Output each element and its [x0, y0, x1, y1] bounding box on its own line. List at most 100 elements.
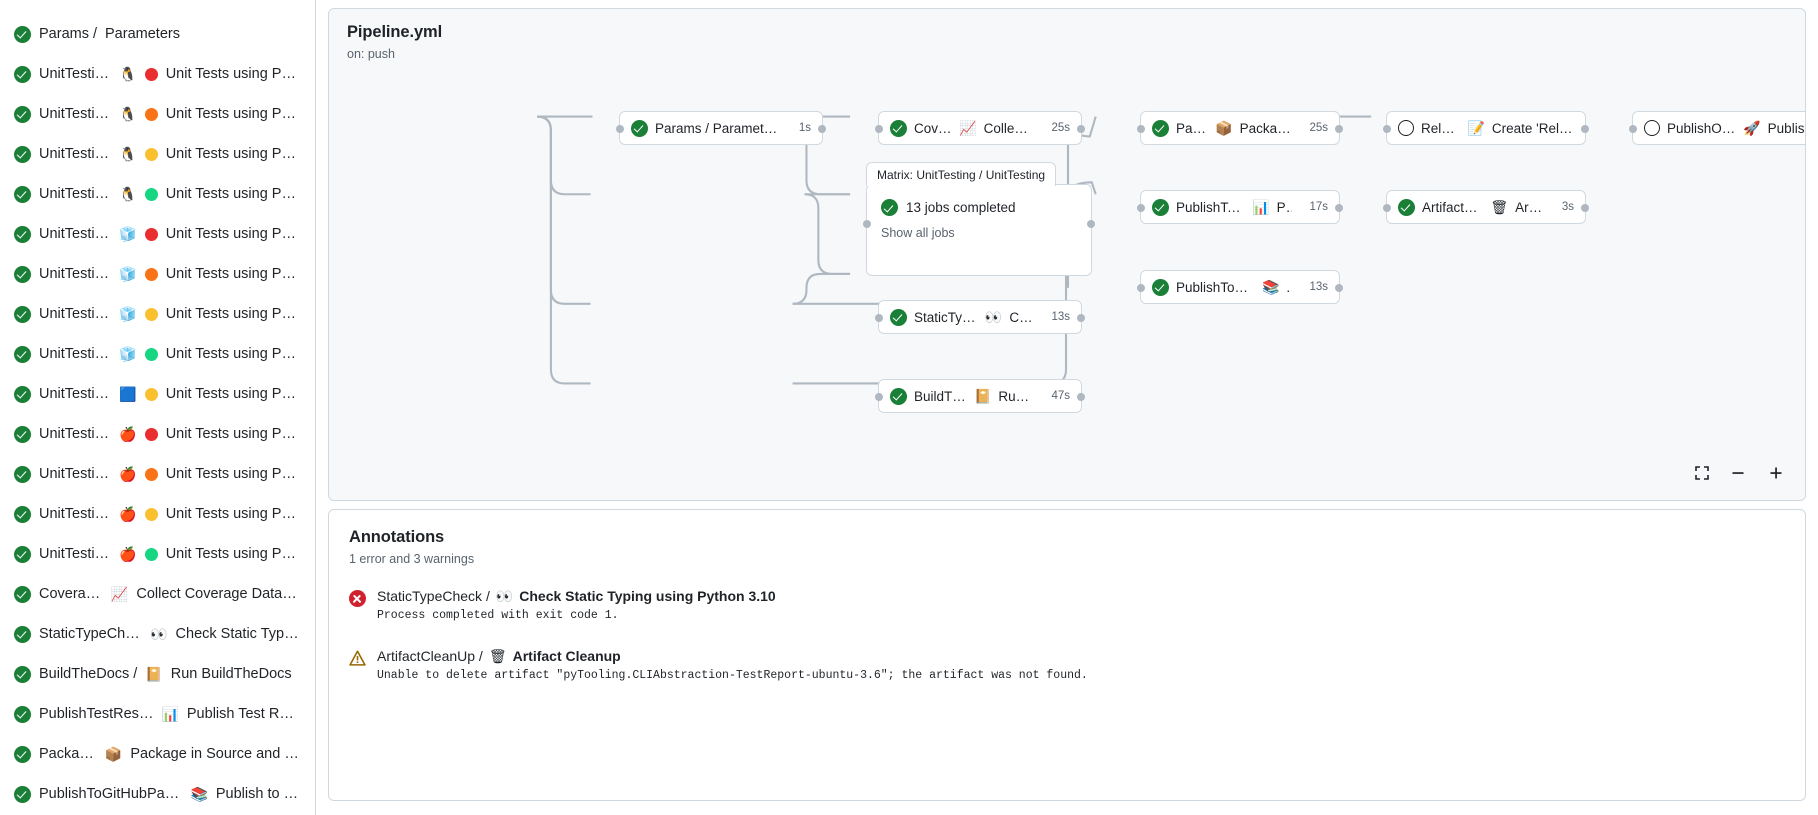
- notebook-icon: 📔: [973, 388, 992, 404]
- node-output-pin: [1335, 284, 1343, 292]
- sidebar-job-item[interactable]: UnitTesting / 🧊Unit Tests using Pyth...: [6, 254, 309, 294]
- windows-cube-icon: 🧊: [119, 346, 137, 362]
- sidebar-job-label: UnitTesting /: [39, 226, 112, 242]
- success-check-icon: [1152, 119, 1169, 137]
- annotation-header[interactable]: StaticTypeCheck / 👀Check Static Typing u…: [377, 588, 776, 604]
- success-check-icon: [14, 705, 31, 723]
- python-version-dot-icon: [144, 387, 158, 401]
- node-output-pin: [818, 125, 826, 133]
- annotations-list: StaticTypeCheck / 👀Check Static Typing u…: [349, 588, 1785, 682]
- node-label-prefix: PublishToGitHubPages /: [1176, 279, 1255, 295]
- node-label-prefix: BuildTheDocs /: [914, 388, 967, 404]
- sidebar-job-item[interactable]: UnitTesting / 🐧Unit Tests using Pyth...: [6, 174, 309, 214]
- workflow-graph-card[interactable]: Pipeline.yml on: push: [328, 8, 1806, 501]
- sidebar-job-item[interactable]: UnitTesting / 🍎Unit Tests using Pyth...: [6, 414, 309, 454]
- books-icon: 📚: [190, 786, 208, 802]
- graph-canvas[interactable]: Matrix: UnitTesting / UnitTesting 13 job…: [329, 9, 1805, 500]
- python-version-dot-icon: [144, 67, 158, 81]
- sidebar-job-item[interactable]: PublishToGitHubPages / 📚Publish to G...: [6, 774, 309, 814]
- sidebar-job-label: UnitTesting /: [39, 106, 112, 122]
- graph-node-publishtestresults[interactable]: PublishTestResults / 📊 Pu... 17s: [1137, 190, 1343, 224]
- sidebar-step-label: Unit Tests using Pyth...: [165, 506, 299, 522]
- sidebar-job-label: Params /: [39, 26, 98, 42]
- success-check-icon: [1152, 198, 1169, 216]
- zoom-in-button[interactable]: [1765, 462, 1787, 484]
- graph-node-publishonpypi[interactable]: PublishOnPyPI / 🚀 Publish to ...: [1629, 111, 1805, 145]
- sidebar-job-label: UnitTesting /: [39, 426, 112, 442]
- success-check-icon: [631, 119, 648, 137]
- sidebar-step-label: Unit Tests using Pyth...: [165, 146, 299, 162]
- sidebar-job-item[interactable]: UnitTesting / 🧊Unit Tests using Pyth...: [6, 214, 309, 254]
- fit-screen-icon[interactable]: [1691, 462, 1713, 484]
- sidebar-job-item[interactable]: StaticTypeCheck / 👀Check Static Typing..…: [6, 614, 309, 654]
- node-label-prefix: PublishTestResults /: [1176, 199, 1246, 215]
- success-check-icon: [881, 199, 898, 216]
- matrix-summary-row[interactable]: 13 jobs completed: [881, 199, 1077, 216]
- matrix-output-pin: [1087, 220, 1095, 228]
- sidebar-step-label: Unit Tests using Pyth...: [165, 306, 299, 322]
- node-label-prefix: Package /: [1176, 120, 1208, 136]
- sidebar-job-item[interactable]: UnitTesting / 🍎Unit Tests using Pyth...: [6, 454, 309, 494]
- node-output-pin: [1077, 125, 1085, 133]
- graph-node-coverage[interactable]: Coverage / 📈 Collect Cove... 25s: [875, 111, 1085, 145]
- node-duration: 47s: [1051, 390, 1070, 402]
- node-output-pin: [1335, 204, 1343, 212]
- sidebar-job-item[interactable]: UnitTesting / 🐧Unit Tests using Pyth...: [6, 54, 309, 94]
- sidebar-job-item[interactable]: PublishTestResults / 📊Publish Test Resu.…: [6, 694, 309, 734]
- wastebasket-icon: 🗑: [1490, 199, 1509, 215]
- graph-node-artifactcleanup[interactable]: ArtifactCleanUp / 🗑 Artifac... 3s: [1383, 190, 1589, 224]
- success-check-icon: [14, 505, 31, 523]
- sidebar-step-label: Check Static Typing...: [175, 626, 299, 642]
- sidebar-step-label: Unit Tests using Pyth...: [165, 66, 299, 82]
- annotations-card: Annotations 1 error and 3 warnings Stati…: [328, 509, 1806, 801]
- sidebar-job-item[interactable]: Params / Parameters: [6, 14, 309, 54]
- sidebar-job-item[interactable]: UnitTesting / 🧊Unit Tests using Pyth...: [6, 294, 309, 334]
- sidebar-job-item[interactable]: UnitTesting / 🐧Unit Tests using Pyth...: [6, 94, 309, 134]
- sidebar-step-label: Unit Tests using Pyth...: [165, 106, 299, 122]
- penguin-icon: 🐧: [119, 66, 137, 82]
- package-icon: 📦: [1215, 120, 1233, 136]
- sidebar-job-item[interactable]: UnitTesting / 🍎Unit Tests using Pyth...: [6, 534, 309, 574]
- sidebar-job-item[interactable]: UnitTesting / 🟦Unit Tests using Pyth...: [6, 374, 309, 414]
- annotation-body: StaticTypeCheck / 👀Check Static Typing u…: [377, 588, 776, 622]
- node-duration: 25s: [1309, 122, 1328, 134]
- zoom-out-button[interactable]: [1727, 462, 1749, 484]
- sidebar-job-item[interactable]: Coverage / 📈Collect Coverage Data usi...: [6, 574, 309, 614]
- bar-chart-icon: 📊: [1252, 199, 1270, 215]
- python-version-dot-icon: [144, 427, 158, 441]
- graph-zoom-controls[interactable]: [1691, 462, 1787, 484]
- eyes-icon: 👀: [495, 588, 514, 604]
- graph-node-package[interactable]: Package / 📦 Package in So... 25s: [1137, 111, 1343, 145]
- python-version-dot-icon: [144, 307, 158, 321]
- node-label-suffix: Artifac...: [1515, 199, 1545, 215]
- annotation-step-label: Artifact Cleanup: [512, 648, 621, 664]
- show-all-jobs-link[interactable]: Show all jobs: [881, 226, 955, 240]
- graph-node-release[interactable]: Release / 📝 Create 'Release P...: [1383, 111, 1589, 145]
- matrix-tab[interactable]: Matrix: UnitTesting / UnitTesting: [866, 162, 1057, 186]
- graph-node-buildthedocs[interactable]: BuildTheDocs / 📔 Run Buil... 47s: [875, 379, 1085, 413]
- annotation-header[interactable]: ArtifactCleanUp / 🗑Artifact Cleanup: [377, 648, 1088, 664]
- sidebar-job-item[interactable]: BuildTheDocs / 📔Run BuildTheDocs: [6, 654, 309, 694]
- sidebar-step-label: Unit Tests using Pyth...: [165, 386, 299, 402]
- matrix-group[interactable]: Matrix: UnitTesting / UnitTesting 13 job…: [863, 162, 1095, 276]
- sidebar-job-item[interactable]: UnitTesting / 🧊Unit Tests using Pyth...: [6, 334, 309, 374]
- sidebar-job-label: Package /: [39, 746, 97, 762]
- sidebar-job-item[interactable]: Package / 📦Package in Source and Wh...: [6, 734, 309, 774]
- python-version-dot-icon: [144, 347, 158, 361]
- node-label-suffix: Create 'Release P...: [1491, 120, 1574, 136]
- matrix-summary-label: 13 jobs completed: [906, 200, 1016, 215]
- sidebar-job-item[interactable]: UnitTesting / 🐧Unit Tests using Pyth...: [6, 134, 309, 174]
- success-check-icon: [14, 145, 31, 163]
- node-duration: 17s: [1309, 201, 1328, 213]
- graph-node-params[interactable]: Params / Parameters 1s: [616, 111, 826, 145]
- node-input-pin: [875, 314, 883, 322]
- success-check-icon: [14, 425, 31, 443]
- graph-node-statictypecheck[interactable]: StaticTypeCheck / 👀 Chec... 13s: [875, 300, 1085, 334]
- python-version-dot-icon: [144, 107, 158, 121]
- node-label-suffix: Package in So...: [1239, 120, 1293, 136]
- graph-node-publishtogithubpages[interactable]: PublishToGitHubPages / 📚 ... 13s: [1137, 270, 1343, 304]
- sidebar-job-item[interactable]: UnitTesting / 🍎Unit Tests using Pyth...: [6, 494, 309, 534]
